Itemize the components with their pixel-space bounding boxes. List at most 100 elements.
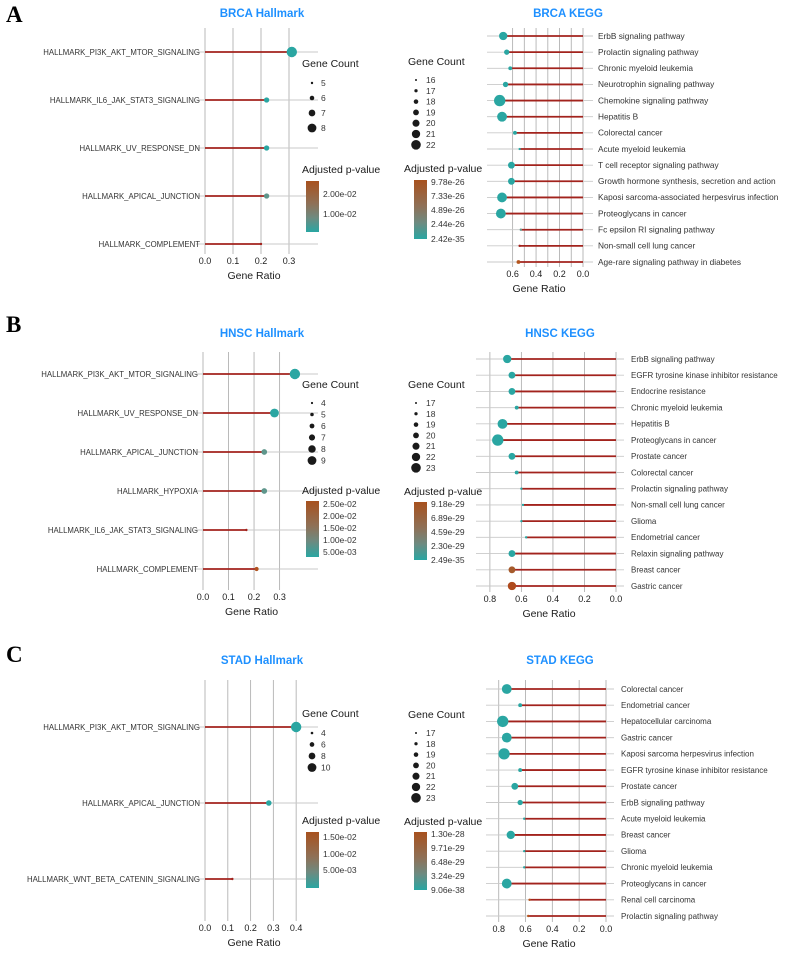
lollipop-dot: [497, 192, 507, 203]
gene-count-legend-dot: [412, 119, 420, 127]
gene-count-legend-dot: [310, 731, 314, 735]
x-axis-label: Gene Ratio: [512, 283, 565, 295]
gene-count-legend-dot: [308, 445, 316, 453]
gene-count-legend-label: 22: [426, 140, 436, 150]
gene-count-legend-dot: [308, 109, 316, 117]
pvalue-legend-title: Adjusted p-value: [302, 164, 380, 176]
pvalue-legend-label: 1.50e-02: [323, 523, 357, 533]
gene-count-legend-label: 23: [426, 463, 436, 473]
lollipop-dot: [508, 388, 516, 395]
gene-count-legend-label: 20: [426, 760, 436, 770]
gene-count-legend-title: Gene Count: [302, 708, 359, 720]
lollipop-dot: [501, 878, 512, 889]
category-label: EGFR tyrosine kinase inhibitor resistanc…: [631, 371, 778, 380]
lollipop-dot: [516, 260, 521, 264]
lollipop-dot: [503, 354, 512, 364]
x-tick-label: 0.4: [530, 269, 543, 279]
pvalue-legend-label: 9.06e-38: [431, 885, 465, 895]
brca-hallmark-plot: BRCA HallmarkHALLMARK_PI3K_AKT_MTOR_SIGN…: [43, 8, 380, 282]
x-tick-label: 0.2: [573, 924, 586, 934]
gene-count-legend-dot: [411, 129, 421, 139]
pvalue-legend-title: Adjusted p-value: [302, 815, 380, 827]
category-label: Acute myeloid leukemia: [598, 144, 686, 154]
panel-label-a: A: [6, 2, 23, 27]
chart-title: STAD KEGG: [526, 655, 594, 667]
gene-count-legend-dot: [414, 742, 418, 746]
category-label: EGFR tyrosine kinase inhibitor resistanc…: [621, 766, 768, 775]
lollipop-dot: [520, 519, 523, 523]
pvalue-colorbar: [414, 180, 427, 239]
lollipop-dot: [514, 405, 519, 410]
category-label: Chronic myeloid leukemia: [631, 403, 723, 412]
lollipop-dot: [231, 877, 234, 881]
pvalue-legend-label: 4.89e-26: [431, 205, 465, 215]
lollipop-dot: [499, 31, 508, 41]
pvalue-legend-label: 5.00e-03: [323, 547, 357, 557]
lollipop-dot: [497, 715, 509, 728]
category-label: ErbB signaling pathway: [631, 355, 715, 364]
lollipop-dot: [261, 488, 268, 494]
pvalue-legend-label: 2.30e-29: [431, 541, 465, 551]
category-label: Endometrial cancer: [621, 701, 690, 710]
lollipop-dot: [521, 503, 525, 507]
gene-count-legend-label: 5: [321, 410, 326, 420]
gene-count-legend-label: 18: [426, 739, 436, 749]
pvalue-legend-title: Adjusted p-value: [404, 816, 482, 828]
lollipop-dot: [523, 849, 526, 853]
category-label: HALLMARK_PI3K_AKT_MTOR_SIGNALING: [43, 723, 200, 732]
gene-count-legend-label: 17: [426, 398, 436, 408]
category-label: Hepatitis B: [631, 420, 670, 429]
x-tick-label: 0.1: [222, 923, 235, 933]
pvalue-legend-label: 3.24e-29: [431, 871, 465, 881]
x-axis-label: Gene Ratio: [522, 938, 575, 950]
category-label: Glioma: [631, 517, 657, 526]
pvalue-legend-label: 2.42e-35: [431, 234, 465, 244]
gene-count-legend-title: Gene Count: [302, 379, 359, 391]
category-label: Proteoglycans in cancer: [621, 879, 707, 888]
category-label: Kaposi sarcoma-associated herpesvirus in…: [598, 192, 779, 202]
x-tick-label: 0.4: [290, 923, 303, 933]
gene-count-legend-dot: [411, 782, 421, 792]
category-label: HALLMARK_IL6_JAK_STAT3_SIGNALING: [50, 96, 200, 105]
category-label: Endometrial cancer: [631, 533, 700, 542]
gene-count-legend-dot: [413, 99, 419, 104]
gene-count-legend-label: 19: [426, 750, 436, 760]
lollipop-dot: [501, 732, 512, 743]
lollipop-dot: [506, 830, 515, 840]
pvalue-legend-label: 1.00e-02: [323, 849, 357, 859]
lollipop-dot: [497, 418, 508, 429]
gene-count-legend-dot: [415, 402, 417, 404]
x-tick-label: 0.0: [199, 923, 212, 933]
lollipop-dot: [513, 130, 517, 135]
chart-title: HNSC KEGG: [525, 328, 595, 340]
x-tick-label: 0.0: [610, 594, 623, 604]
category-label: Age-rare signaling pathway in diabetes: [598, 257, 741, 267]
category-label: Prolactin signaling pathway: [621, 912, 718, 921]
gene-count-legend-dot: [411, 140, 421, 150]
lollipop-dot: [514, 470, 519, 475]
gene-count-legend-label: 20: [426, 118, 436, 128]
lollipop-dot: [263, 193, 270, 199]
pvalue-legend-title: Adjusted p-value: [404, 163, 482, 175]
gene-count-legend-label: 4: [321, 398, 326, 408]
category-label: HALLMARK_UV_RESPONSE_DN: [78, 409, 198, 418]
category-label: Breast cancer: [631, 566, 681, 575]
gene-count-legend-label: 22: [426, 782, 436, 792]
lollipop-dot: [492, 434, 504, 446]
pvalue-legend-label: 2.00e-02: [323, 511, 357, 521]
gene-count-legend-label: 20: [426, 430, 436, 440]
category-label: HALLMARK_UV_RESPONSE_DN: [80, 144, 200, 153]
gene-count-legend-label: 5: [321, 78, 326, 88]
category-label: Hepatitis B: [598, 112, 639, 122]
x-axis-label: Gene Ratio: [225, 606, 278, 618]
gene-count-legend-label: 21: [426, 771, 436, 781]
lollipop-dot: [511, 782, 519, 790]
gene-count-legend-dot: [414, 412, 418, 416]
gene-count-legend-dot: [412, 772, 420, 780]
category-label: Hepatocellular carcinoma: [621, 717, 712, 726]
